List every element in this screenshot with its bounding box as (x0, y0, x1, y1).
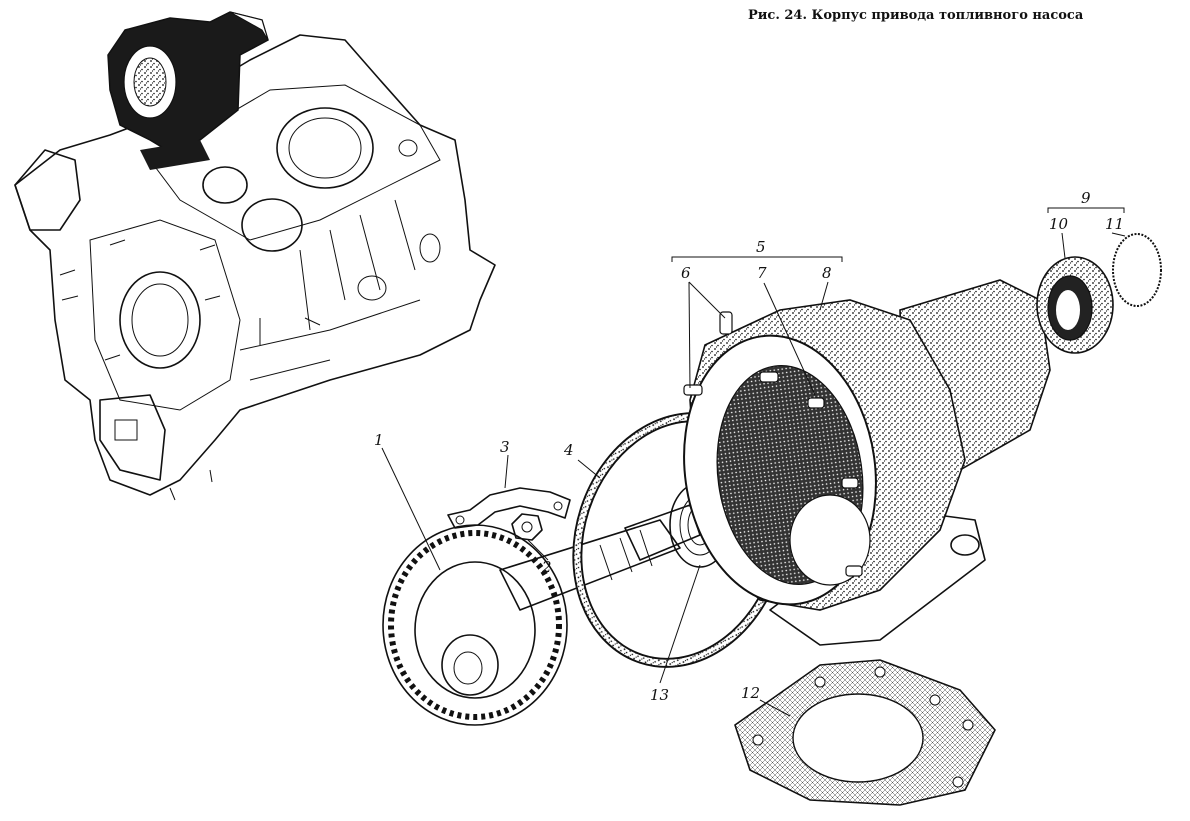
callout-2: 2 (541, 558, 552, 576)
callout-1: 1 (374, 431, 384, 449)
callout-13: 13 (650, 686, 669, 704)
retaining-ring (1112, 233, 1162, 307)
callout-8: 8 (822, 264, 832, 282)
mounting-gasket (734, 659, 996, 806)
callout-10: 10 (1049, 215, 1069, 233)
callout-12: 12 (741, 684, 760, 702)
pump-drive-housing (683, 279, 1051, 646)
nut (511, 513, 543, 541)
callout-3: 3 (500, 438, 510, 456)
callout-6: 6 (681, 264, 691, 282)
figure-caption: Рис. 24. Корпус привода топливного насос… (748, 8, 1084, 23)
engine-block (14, 11, 496, 501)
leader-lines (381, 207, 1126, 717)
callout-7: 7 (757, 264, 767, 282)
callout-11: 11 (1105, 215, 1124, 233)
callout-4: 4 (563, 441, 574, 459)
callout-9: 9 (1081, 189, 1091, 207)
lock-plate (447, 487, 571, 529)
callout-5: 5 (756, 238, 766, 256)
oil-seal (1036, 256, 1114, 354)
